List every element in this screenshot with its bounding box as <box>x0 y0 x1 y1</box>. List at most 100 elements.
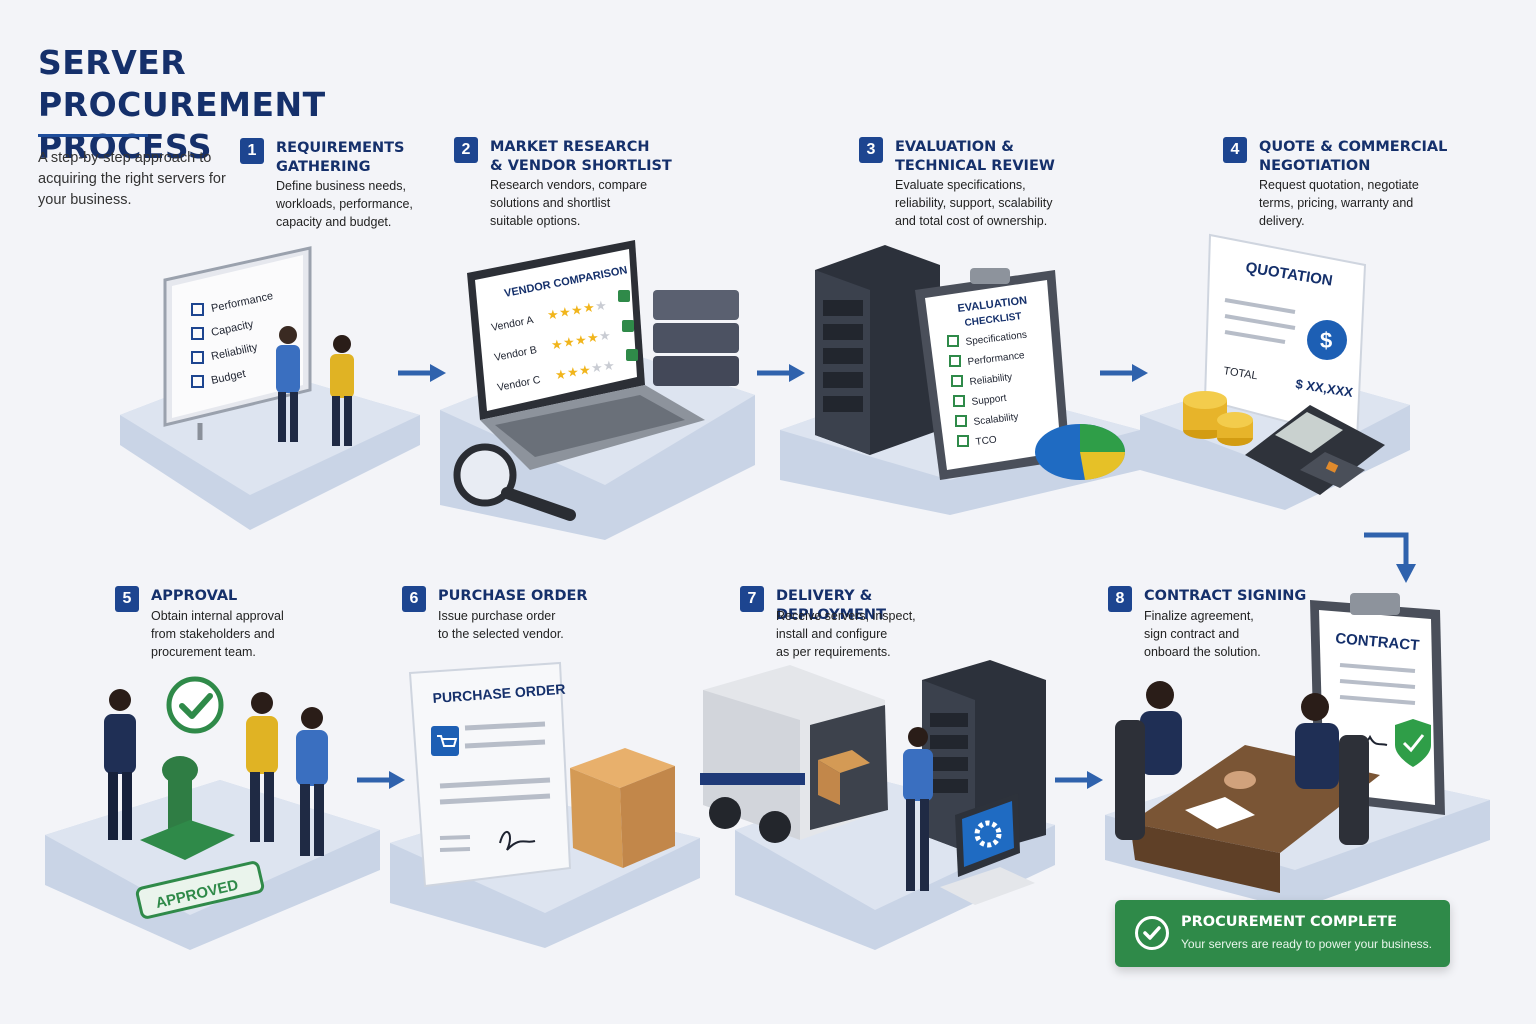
step-6-title: PURCHASE ORDER <box>438 588 588 604</box>
quotation-total-label: TOTAL <box>1223 365 1259 382</box>
delivery-truck <box>700 665 888 843</box>
clipboard <box>915 268 1070 480</box>
step-7-header: 7 DELIVERY & DEPLOYMENT Receive servers,… <box>740 586 980 666</box>
rating-star-icon: ★ <box>555 367 567 382</box>
checkbox-icon <box>953 395 965 407</box>
step-3-title: EVALUATION & TECHNICAL REVIEW <box>895 139 1055 174</box>
step-5-description: Obtain internal approval from stakeholde… <box>151 609 284 659</box>
checklist-item: Reliability <box>969 372 1013 388</box>
rating-star-icon: ★ <box>587 330 599 345</box>
step-3-description: Evaluate specifications, reliability, su… <box>895 178 1053 228</box>
arrow-right-icon <box>1055 771 1103 789</box>
step-7-badge: 7 <box>740 586 764 612</box>
arrow-right-icon <box>757 364 805 382</box>
technician <box>903 727 933 891</box>
rating-star-icon: ★ <box>559 305 571 320</box>
rating-star-icon: ★ <box>599 328 611 343</box>
magnifying-glass-icon <box>453 443 576 521</box>
rating-star-icon: ★ <box>551 337 563 352</box>
checkbox-icon <box>957 435 969 447</box>
completion-title: PROCUREMENT COMPLETE <box>1181 914 1397 930</box>
step-6-description: Issue purchase order to the selected ven… <box>438 609 564 641</box>
rating-star-icon: ★ <box>579 362 591 377</box>
step-2-description: Research vendors, compare solutions and … <box>490 178 648 228</box>
step-3-badge: 3 <box>859 137 883 163</box>
coins-icon <box>1183 391 1253 446</box>
checkbox-icon <box>955 415 967 427</box>
scene-approval: APPROVED <box>45 676 380 950</box>
person-left <box>104 689 136 840</box>
arrow-down-icon <box>1364 532 1416 583</box>
rating-star-icon: ★ <box>563 335 575 350</box>
step-8-title: CONTRACT SIGNING <box>1144 588 1307 604</box>
step-3-header: 3 EVALUATION & TECHNICAL REVIEW Evaluate… <box>859 137 1099 237</box>
rating-star-icon: ★ <box>547 307 559 322</box>
step-2-title: MARKET RESEARCH & VENDOR SHORTLIST <box>490 139 672 174</box>
intro-text: A step-by-step approach to acquiring the… <box>38 150 226 208</box>
shield-check-icon <box>1395 719 1431 767</box>
completion-subtitle: Your servers are ready to power your bus… <box>1181 937 1433 951</box>
step-5-title: APPROVAL <box>151 588 238 604</box>
whiteboard <box>163 246 312 440</box>
person-woman <box>246 692 278 842</box>
checkbox-icon <box>951 375 963 387</box>
vendor-check-icon <box>626 349 638 361</box>
step-8-description: Finalize agreement, sign contract and on… <box>1144 609 1261 659</box>
step-2-badge: 2 <box>454 137 478 163</box>
arrow-right-icon <box>357 771 405 789</box>
step-7-description: Receive servers, inspect, install and co… <box>776 609 916 659</box>
scene-quotation: QUOTATION TOTAL $ XX,XXX $ <box>1140 233 1410 510</box>
scene-market-research: VENDOR COMPARISON Vendor A Vendor B Vend… <box>440 240 755 540</box>
purchase-order-document <box>408 661 572 888</box>
step-8-header: 8 CONTRACT SIGNING Finalize agreement, s… <box>1108 586 1308 666</box>
step-5-header: 5 APPROVAL Obtain internal approval from… <box>115 586 335 666</box>
svg-text:$: $ <box>1320 328 1332 353</box>
rating-star-icon: ★ <box>603 358 615 373</box>
scene-delivery <box>700 660 1055 950</box>
person-right <box>296 707 328 856</box>
step-6-header: 6 PURCHASE ORDER Issue purchase order to… <box>402 586 622 666</box>
rating-star-icon: ★ <box>583 300 595 315</box>
step-4-badge: 4 <box>1223 137 1247 163</box>
step-6-badge: 6 <box>402 586 426 612</box>
scene-contract-signing: CONTRACT <box>1105 593 1490 910</box>
step-1-title: REQUIREMENTS GATHERING <box>276 140 405 175</box>
scene-purchase-order: PURCHASE ORDER <box>390 661 700 948</box>
handshake <box>1224 771 1256 789</box>
person-man <box>276 326 300 442</box>
cardboard-box-icon <box>570 748 675 868</box>
step-1-description: Define business needs, workloads, perfor… <box>276 179 413 229</box>
businessman-left <box>1115 681 1182 840</box>
step-2-header: 2 MARKET RESEARCH & VENDOR SHORTLIST Res… <box>454 137 694 237</box>
procurement-complete-banner: PROCUREMENT COMPLETE Your servers are re… <box>1115 900 1450 967</box>
arrow-right-icon <box>1100 364 1148 382</box>
step-4-header: 4 QUOTE & COMMERCIAL NEGOTIATION Request… <box>1223 137 1483 237</box>
pie-chart-icon <box>1035 424 1126 480</box>
scene-requirements: Performance Capacity Reliability Budget <box>120 246 420 530</box>
calculator-icon <box>1245 405 1385 495</box>
step-4-title: QUOTE & COMMERCIAL NEGOTIATION <box>1259 139 1448 174</box>
rating-star-icon: ★ <box>567 365 579 380</box>
step-8-badge: 8 <box>1108 586 1132 612</box>
step-1-header: 1 REQUIREMENTS GATHERING Define business… <box>240 138 450 238</box>
vendor-check-icon <box>618 290 630 302</box>
dollar-icon: $ <box>1307 320 1347 360</box>
rubber-stamp-icon <box>140 756 235 860</box>
rating-star-icon: ★ <box>571 302 583 317</box>
vendor-check-icon <box>622 320 634 332</box>
scene-evaluation: EVALUATION CHECKLIST SpecificationsPerfo… <box>780 245 1140 515</box>
check-circle-icon <box>166 676 224 734</box>
checklist-item: Support <box>971 393 1007 408</box>
server-stack-small <box>653 290 739 386</box>
step-4-description: Request quotation, negotiate terms, pric… <box>1259 178 1419 228</box>
arrow-right-icon <box>398 364 446 382</box>
checkbox-icon <box>949 355 961 367</box>
step-1-badge: 1 <box>240 138 264 164</box>
checklist-item: Scalability <box>973 412 1019 428</box>
businessman-right <box>1295 693 1369 845</box>
step-7-title: DELIVERY & DEPLOYMENT <box>776 588 886 623</box>
server-rack <box>815 245 940 455</box>
step-5-badge: 5 <box>115 586 139 612</box>
check-circle-icon <box>1135 916 1169 950</box>
monitor-gear-icon <box>940 793 1035 905</box>
